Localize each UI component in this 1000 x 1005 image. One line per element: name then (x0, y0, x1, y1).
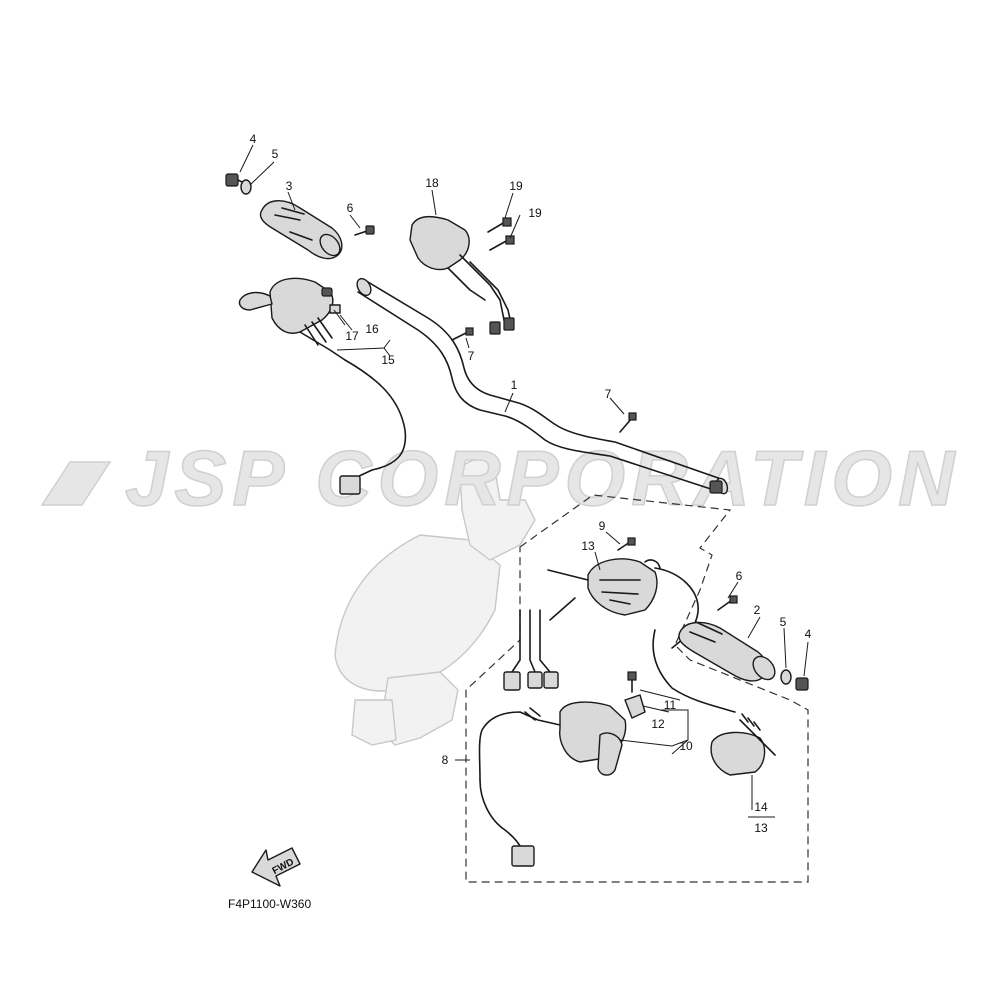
lower-switch-assembly (478, 701, 627, 867)
callout-1: 1 (511, 378, 518, 392)
diagram-code: F4P1100-W360 (228, 897, 311, 911)
right-screw (717, 595, 738, 611)
callout-7-left: 7 (468, 349, 475, 363)
callout-19-lower: 19 (528, 206, 542, 220)
callout-14: 14 (754, 800, 768, 814)
handlebar (356, 277, 729, 495)
fwd-arrow-icon: FWD (251, 847, 301, 887)
left-switch-assembly (238, 277, 407, 495)
screw-7-right (619, 412, 637, 433)
callout-8: 8 (442, 753, 449, 767)
watermark: JSP CORPORATION (40, 433, 960, 523)
wiring-harness (503, 609, 559, 691)
assembly-8-boundary (465, 494, 809, 883)
right-end-bolt (795, 677, 809, 691)
callout-18: 18 (425, 176, 439, 190)
right-switch-housing (409, 216, 515, 335)
callout-13-upper: 13 (581, 539, 595, 553)
watermark-text: JSP CORPORATION (125, 434, 960, 522)
callout-19-upper: 19 (509, 179, 523, 193)
screw-7-left (451, 327, 474, 341)
bracket-12 (624, 694, 646, 719)
left-washer (240, 179, 252, 195)
callout-7-right: 7 (605, 387, 612, 401)
lever-pin (644, 559, 661, 569)
right-washer (780, 669, 792, 685)
screw-19-lower (489, 235, 515, 251)
callout-15: 15 (381, 353, 395, 367)
callout-11: 11 (664, 698, 677, 712)
leader-lines (239, 144, 809, 818)
callout-10: 10 (679, 739, 693, 753)
callout-4-right: 4 (805, 627, 812, 641)
callout-12: 12 (651, 717, 665, 731)
callout-5-right: 5 (780, 615, 787, 629)
cover-14 (710, 713, 776, 776)
screw-9 (617, 537, 636, 551)
screw-19-upper (487, 217, 512, 233)
callout-4-left: 4 (250, 132, 257, 146)
throttle-housing (547, 558, 699, 649)
callout-6-left: 6 (347, 201, 354, 215)
callout-16: 16 (365, 322, 379, 336)
left-screw (354, 225, 375, 236)
throttle-cable (652, 629, 736, 713)
callout-9: 9 (599, 519, 606, 533)
callout-5-left: 5 (272, 147, 279, 161)
callout-17: 17 (345, 329, 359, 343)
screw-11 (627, 671, 637, 693)
front-cowl-ghost (334, 459, 536, 746)
callout-13-lower: 13 (754, 821, 768, 835)
callout-2: 2 (754, 603, 761, 617)
callouts: 4 5 3 6 18 19 19 17 16 15 7 1 7 9 13 6 2… (250, 132, 812, 835)
left-grip (259, 200, 343, 260)
callout-6-right: 6 (736, 569, 743, 583)
right-grip (678, 621, 776, 682)
callout-3: 3 (286, 179, 293, 193)
